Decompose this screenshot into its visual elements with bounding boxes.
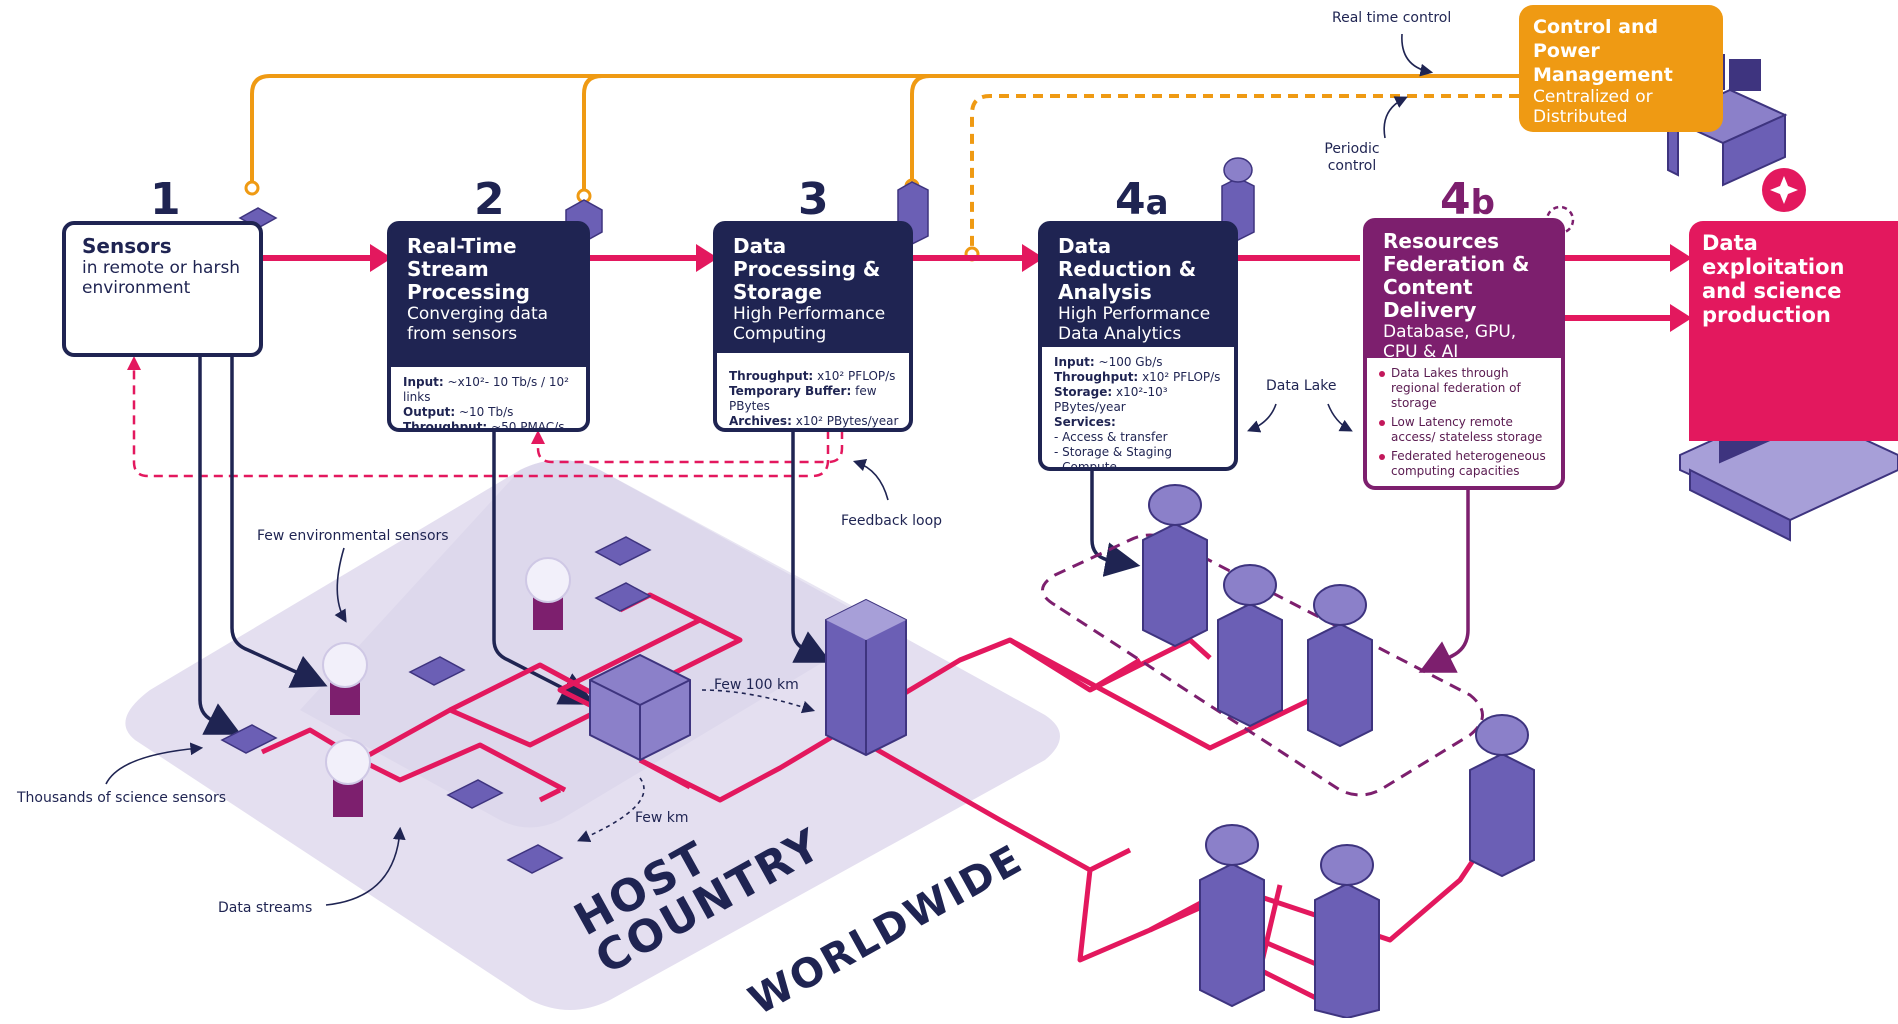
control-node-1 [244,180,260,196]
cloud-server-6 [1314,844,1380,1018]
sparkle-icon [1770,176,1798,204]
federation-bullets: Data Lakes through regional federation o… [1367,358,1561,486]
pipeline-arrow-2 [370,244,392,272]
radome-sensor-3 [525,557,571,630]
pipeline-arrow-exploit-1 [1670,244,1692,272]
real-time-control-label: Real time control [1332,10,1452,26]
feedback-loop [132,365,844,478]
exploitation-title: Data exploitation and science production [1702,231,1845,327]
control-power-box: Control and Power Management Centralized… [1519,5,1723,132]
pipeline [263,255,1672,321]
step-number-4b: 4b [1440,174,1495,225]
few-100km-label: Few 100 km [714,677,799,693]
science-sensor-tiles [220,536,652,874]
few-km-label: Few km [635,810,689,826]
reduction-specs: Input: ~100 Gb/s Throughput: x10² PFLOP/… [1042,347,1234,467]
radome-sensor-2 [325,739,371,817]
sensors-title: Sensors [82,234,172,258]
cloud-server-5 [1199,824,1265,1008]
cloud-server-4 [1469,714,1535,878]
hpc-tower [825,598,907,757]
feedback-loop-label: Feedback loop [841,513,943,529]
few-environmental-sensors-label: Few environmental sensors [257,528,449,544]
federation-title: Resources Federation & Content Delivery [1383,229,1530,322]
cloud-server-2 [1217,564,1283,728]
exploitation-box: Data exploitation and science production [1689,221,1898,441]
realtime-specs: Input: ~x10²- 10 Tb/s / 10² links Output… [391,367,586,428]
realtime-title: Real-Time Stream Processing [407,234,530,304]
federation-bullet: Low Latency remote access/ stateless sto… [1379,415,1551,445]
control-title: Control and Power Management [1533,16,1673,86]
data-reduction-box: Data Reduction & Analysis High Performan… [1038,221,1238,471]
resources-federation-box: Resources Federation & Content Delivery … [1363,218,1565,490]
downlink-4b [1418,490,1470,673]
data-streams-label: Data streams [218,900,313,916]
cloud-servers [1142,484,1535,1018]
reduction-title: Data Reduction & Analysis [1058,234,1197,304]
step-number-2: 2 [474,174,505,225]
data-lake-region [1041,533,1484,797]
sensors-subtitle: in remote or harsh environment [82,258,241,298]
reduction-subtitle: High Performance Data Analytics [1058,304,1211,344]
downlinks [198,356,1141,735]
thousands-science-sensors-label: Thousands of science sensors [17,790,227,806]
cloud-server-1 [1142,484,1208,648]
sensors-box: Sensors in remote or harsh environment [62,221,263,357]
processing-title: Data Processing & Storage [733,234,881,304]
federation-bullet: Federated heterogeneous computing capaci… [1379,449,1551,479]
radome-sensor-1 [322,642,368,715]
stream-processor-cluster [589,653,691,762]
cloud-server-3 [1307,584,1373,748]
federation-bullet: Data Lakes through regional federation o… [1379,366,1551,411]
periodic-control-label: Periodic control [1324,141,1380,174]
step-number-4a: 4a [1115,174,1169,225]
pipeline-arrow-exploit-2 [1670,304,1692,332]
realtime-subtitle: Converging data from sensors [407,304,549,344]
processing-specs: Throughput: x10² PFLOP/s Temporary Buffe… [717,353,909,428]
step-number-1: 1 [150,174,181,225]
step-number-3: 3 [798,174,829,225]
feedback-arrow-2 [531,430,545,444]
federation-subtitle: Database, GPU, CPU & AI [1383,322,1517,362]
host-country-area [300,460,870,828]
processing-subtitle: High Performance Computing [733,304,886,344]
pipeline-arrow-3 [696,244,718,272]
control-bus [250,74,1519,254]
pipeline-arrow-4a [1022,244,1044,272]
control-subtitle: Centralized or Distributed [1533,87,1653,127]
feedback-arrow-1 [127,356,141,370]
data-lake-label: Data Lake [1266,378,1337,394]
data-processing-box: Data Processing & Storage High Performan… [713,221,913,432]
realtime-stream-box: Real-Time Stream Processing Converging d… [387,221,590,432]
